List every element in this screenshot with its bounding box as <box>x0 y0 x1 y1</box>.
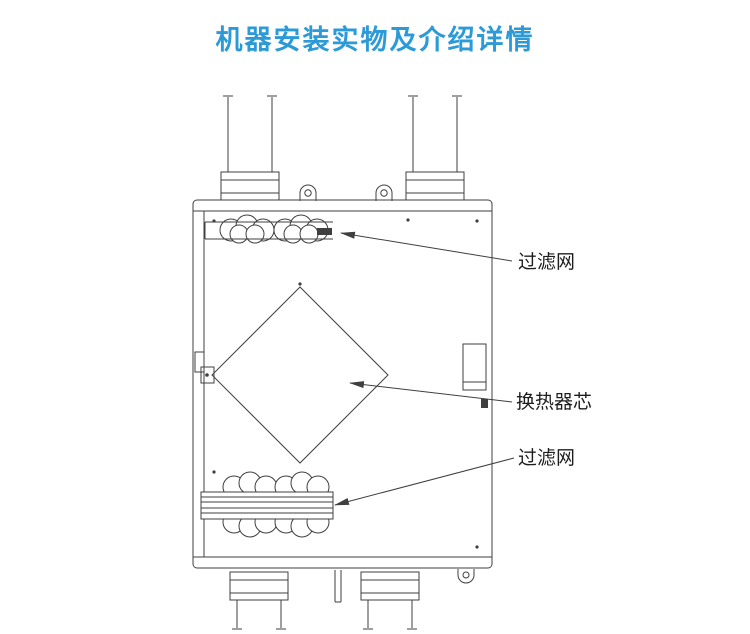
top-filter-rollers <box>219 214 329 244</box>
screw-dots <box>212 218 479 549</box>
top-filter <box>204 214 333 244</box>
top-pipe-right <box>405 95 465 201</box>
leader-filter-top <box>340 231 513 262</box>
heat-exchanger-core <box>200 286 389 464</box>
leader-filter-bottom <box>334 457 515 506</box>
label-filter-top: 过滤网 <box>518 251 575 273</box>
bottom-pipe-left <box>229 571 289 630</box>
bottom-center-plate <box>334 570 342 603</box>
mounting-tab-bottom-right <box>457 569 475 584</box>
top-filter-end-cap <box>317 228 332 235</box>
side-panel-detail <box>462 343 488 408</box>
mounting-tab-top-left <box>299 184 317 201</box>
bottom-filter <box>200 471 334 538</box>
top-pipe-left <box>220 95 280 201</box>
leader-lines <box>334 231 515 506</box>
mounting-tab-top-right <box>375 184 393 201</box>
page-title: 机器安装实物及介绍详情 <box>215 25 535 55</box>
bottom-pipe-right <box>360 571 420 630</box>
label-filter-bottom: 过滤网 <box>518 447 575 469</box>
leader-core <box>349 381 513 403</box>
label-heat-exchanger-core: 换热器芯 <box>516 391 592 413</box>
